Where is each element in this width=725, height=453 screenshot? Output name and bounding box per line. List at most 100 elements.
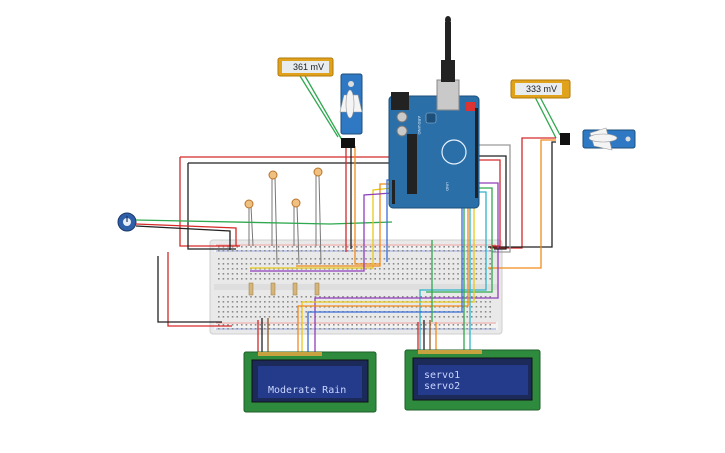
breadboard-hole <box>337 328 340 330</box>
breadboard-hole <box>323 250 326 252</box>
breadboard-hole <box>415 316 418 318</box>
breadboard-hole <box>259 246 261 248</box>
breadboard-hole <box>323 273 326 275</box>
breadboard-hole <box>305 250 307 252</box>
breadboard-hole <box>397 273 399 275</box>
breadboard-hole <box>245 278 248 280</box>
breadboard-hole <box>218 273 220 275</box>
breadboard-hole <box>264 316 266 318</box>
breadboard-hole <box>319 258 321 260</box>
arduino-uno[interactable]: UNO ARDUINO <box>388 16 480 209</box>
breadboard-hole <box>429 278 432 280</box>
breadboard-hole <box>402 316 404 318</box>
breadboard-hole <box>245 306 248 308</box>
breadboard-hole <box>397 324 399 326</box>
wire-red-left <box>179 157 240 247</box>
breadboard-hole <box>351 324 353 326</box>
breadboard-hole <box>475 301 478 303</box>
servo-right[interactable] <box>560 127 636 151</box>
breadboard-hole <box>222 273 225 275</box>
breadboard-hole <box>273 246 275 248</box>
breadboard-hole <box>374 246 376 248</box>
breadboard-hole <box>448 263 450 265</box>
breadboard-hole <box>457 306 459 308</box>
breadboard-hole <box>254 250 257 252</box>
breadboard-hole <box>227 268 229 270</box>
photoresistor-1[interactable] <box>244 199 254 247</box>
breadboard-hole <box>319 273 321 275</box>
breadboard-hole <box>305 246 307 248</box>
breadboard-hole <box>333 296 335 298</box>
breadboard-hole <box>218 278 220 280</box>
breadboard-hole <box>333 278 335 280</box>
breadboard-hole <box>268 311 271 313</box>
breadboard-hole <box>388 316 390 318</box>
breadboard-hole <box>411 268 413 270</box>
breadboard-hole <box>319 316 321 318</box>
breadboard-hole <box>346 328 349 330</box>
breadboard-hole <box>323 278 326 280</box>
servo-left[interactable] <box>339 73 363 148</box>
breadboard-hole <box>305 316 307 318</box>
breadboard-hole <box>264 273 266 275</box>
photoresistor-3[interactable] <box>291 198 301 265</box>
breadboard-hole <box>448 258 450 260</box>
breadboard-hole <box>323 246 326 248</box>
breadboard-hole <box>448 316 450 318</box>
breadboard-hole <box>342 268 344 270</box>
breadboard-hole <box>475 311 478 313</box>
breadboard-hole <box>268 328 271 330</box>
breadboard-hole <box>480 273 482 275</box>
breadboard-hole <box>328 328 330 330</box>
breadboard-hole <box>484 316 487 318</box>
breadboard-hole <box>227 296 229 298</box>
breadboard-hole <box>296 324 298 326</box>
voltage-meter-left[interactable]: 361 mV <box>277 57 334 77</box>
breadboard-hole <box>300 250 303 252</box>
breadboard-hole <box>452 324 455 326</box>
breadboard-hole <box>287 306 289 308</box>
breadboard-hole <box>231 263 234 265</box>
breadboard-hole <box>323 268 326 270</box>
breadboard-hole <box>268 250 271 252</box>
wire-meter-right-green-2 <box>534 96 557 139</box>
voltage-meter-right[interactable]: 333 mV <box>510 79 571 99</box>
photoresistor-2[interactable] <box>268 170 278 265</box>
breadboard-hole <box>351 328 353 330</box>
breadboard-hole <box>392 258 395 260</box>
breadboard-hole <box>480 296 482 298</box>
lcd-display-1[interactable]: Moderate Rain <box>243 351 377 413</box>
breadboard-hole <box>236 278 238 280</box>
breadboard-hole <box>323 328 326 330</box>
photoresistor-4[interactable] <box>313 167 323 265</box>
breadboard-hole <box>374 268 376 270</box>
breadboard-hole <box>277 250 280 252</box>
breadboard-hole <box>448 296 450 298</box>
potentiometer[interactable] <box>117 212 137 232</box>
breadboard-hole <box>392 263 395 265</box>
breadboard-hole <box>227 311 229 313</box>
breadboard-hole <box>452 246 455 248</box>
breadboard-hole <box>222 296 225 298</box>
lcd-display-2[interactable]: servo1 servo2 <box>404 349 541 411</box>
breadboard-hole <box>264 301 266 303</box>
breadboard-hole <box>383 263 386 265</box>
breadboard-hole <box>415 278 418 280</box>
breadboard[interactable] <box>209 239 503 335</box>
breadboard-hole <box>236 311 238 313</box>
breadboard-hole <box>388 296 390 298</box>
breadboard-hole <box>277 296 280 298</box>
breadboard-hole <box>443 263 445 265</box>
breadboard-hole <box>369 296 372 298</box>
breadboard-hole <box>475 246 478 248</box>
breadboard-hole <box>227 301 229 303</box>
breadboard-hole <box>254 268 257 270</box>
breadboard-hole <box>319 278 321 280</box>
breadboard-hole <box>448 268 450 270</box>
breadboard-hole <box>264 311 266 313</box>
breadboard-hole <box>291 268 294 270</box>
breadboard-hole <box>402 250 404 252</box>
breadboard-hole <box>480 328 482 330</box>
breadboard-hole <box>218 296 220 298</box>
breadboard-hole <box>222 246 225 248</box>
